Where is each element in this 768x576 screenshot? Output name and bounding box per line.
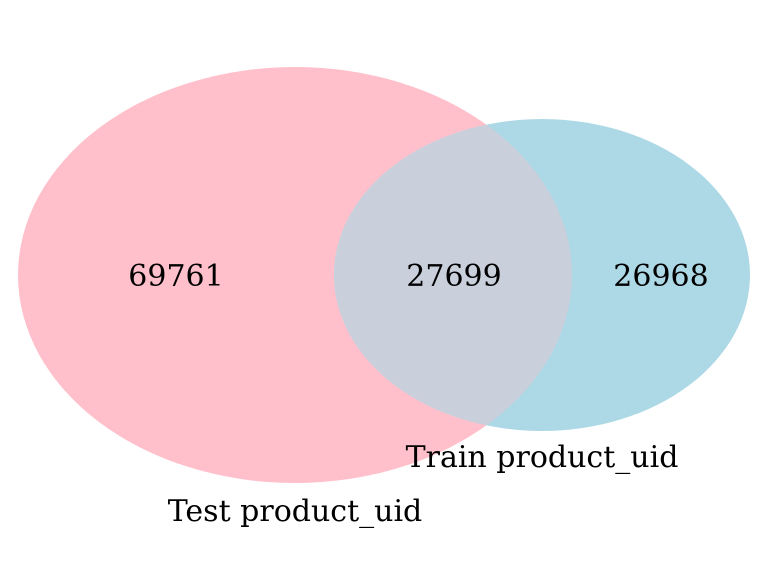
intersection-region [334, 119, 572, 431]
intersection-count: 27699 [406, 259, 501, 294]
train-only-count: 26968 [613, 259, 708, 294]
train-set-label: Train product_uid [406, 440, 679, 475]
test-only-count: 69761 [128, 259, 223, 294]
test-set-label: Test product_uid [168, 494, 423, 529]
